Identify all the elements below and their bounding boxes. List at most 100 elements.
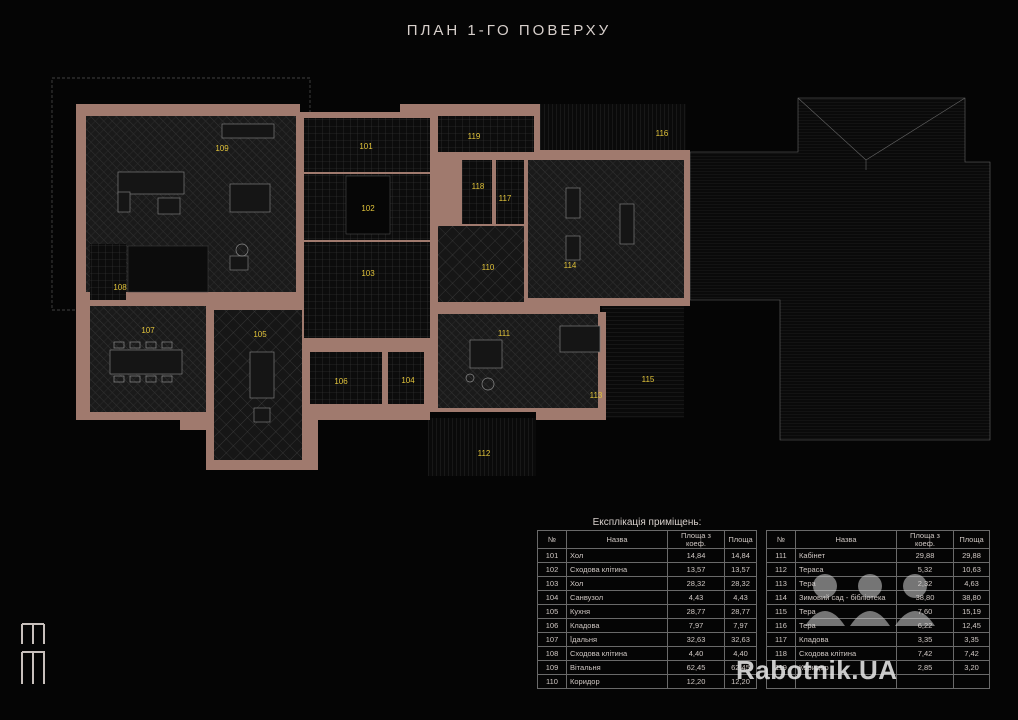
room-label-114: 114	[564, 261, 577, 270]
cell-no: 115	[766, 604, 796, 619]
cell-area: 13,57	[724, 562, 757, 577]
room-label-116: 116	[656, 129, 669, 138]
terrace-116	[536, 104, 686, 154]
room-label-118: 118	[472, 182, 485, 191]
cell-area-coef: 62,45	[667, 660, 725, 675]
cell-area: 10,63	[953, 562, 990, 577]
header-no: №	[766, 530, 796, 549]
roof-right	[689, 97, 991, 441]
cell-no: 110	[537, 674, 567, 689]
room-label-113: 113	[590, 391, 603, 400]
cell-area-coef: 13,57	[667, 562, 725, 577]
cell-name: Кабінет	[795, 548, 897, 563]
room-label-108: 108	[113, 283, 127, 292]
cell-area-coef	[896, 674, 954, 689]
cell-area-coef: 12,20	[667, 674, 725, 689]
terrace-115	[602, 306, 684, 418]
cell-no: 112	[766, 562, 796, 577]
floor-101	[304, 118, 430, 172]
cell-area: 12,20	[724, 674, 757, 689]
cell-area: 15,19	[953, 604, 990, 619]
cell-name: Їдальня	[566, 632, 668, 647]
library-furniture	[565, 187, 635, 261]
table-header-row: № Назва Площа з коеф. Площа	[766, 530, 990, 549]
cell-no: 102	[537, 562, 567, 577]
cell-area: 3,20	[953, 660, 990, 675]
room-label-109: 109	[215, 144, 229, 153]
room-label-115: 115	[642, 375, 655, 384]
cell-no: 111	[766, 548, 796, 563]
cell-area-coef: 7,42	[896, 646, 954, 661]
watermark-worker-icon	[800, 566, 940, 641]
header-area-coef: Площа з коеф.	[896, 530, 954, 549]
cell-name: Хол	[566, 576, 668, 591]
cell-area: 4,63	[953, 576, 990, 591]
cell-area-coef: 28,77	[667, 604, 725, 619]
room-label-112: 112	[478, 449, 491, 458]
floor-118	[462, 160, 492, 224]
cell-area: 7,42	[953, 646, 990, 661]
cell-no: 117	[766, 632, 796, 647]
cell-name: Санвузол	[566, 590, 668, 605]
room-label-104: 104	[401, 376, 415, 385]
cell-area: 14,84	[724, 548, 757, 563]
table-row	[766, 674, 990, 689]
studio-logo	[20, 622, 46, 691]
cell-area: 12,45	[953, 618, 990, 633]
kitchen-furniture	[249, 351, 275, 423]
study-furniture	[465, 325, 601, 391]
floor-plan: 101 102 103 104 105 106 107 108 109 110 …	[51, 77, 991, 476]
room-label-110: 110	[482, 263, 495, 272]
cell-no: 116	[766, 618, 796, 633]
cell-area-coef: 28,32	[667, 576, 725, 591]
cell-no: 108	[537, 646, 567, 661]
cell-name: Сходова клітина	[566, 646, 668, 661]
cell-area: 3,35	[953, 632, 990, 647]
header-name: Назва	[795, 530, 897, 549]
room-label-102: 102	[361, 204, 375, 213]
floor-108	[90, 244, 126, 300]
living-furniture	[117, 123, 275, 271]
room-label-107: 107	[141, 326, 155, 335]
room-label-111: 111	[498, 329, 511, 338]
cell-area-coef: 2,85	[896, 660, 954, 675]
plan-title: ПЛАН 1-ГО ПОВЕРХУ	[406, 22, 612, 39]
stair-void	[127, 245, 209, 293]
cell-no: 104	[537, 590, 567, 605]
cell-name: Сходова клітина	[566, 562, 668, 577]
cell-area	[953, 674, 990, 689]
cell-area-coef: 4,43	[667, 590, 725, 605]
cell-area-coef: 4,40	[667, 646, 725, 661]
floor-117	[496, 160, 524, 224]
floor-110	[438, 226, 524, 302]
cell-no: 107	[537, 632, 567, 647]
room-label-103: 103	[361, 269, 375, 278]
cell-no: 109	[537, 660, 567, 675]
cell-no: 113	[766, 576, 796, 591]
cell-name: Коридор	[566, 674, 668, 689]
floor-104	[388, 352, 424, 404]
room-label-101: 101	[359, 142, 373, 151]
cell-area: 38,80	[953, 590, 990, 605]
cell-area-coef: 32,63	[667, 632, 725, 647]
cell-area: 28,32	[724, 576, 757, 591]
watermark-text: Rabotnik.UA	[736, 655, 898, 685]
floor-103	[304, 242, 430, 338]
cell-name: Кухня	[566, 604, 668, 619]
table-caption: Експлікація приміщень:	[592, 517, 702, 528]
cell-area: 7,97	[724, 618, 757, 633]
stair-102	[345, 175, 391, 235]
header-area-coef: Площа з коеф.	[667, 530, 725, 549]
